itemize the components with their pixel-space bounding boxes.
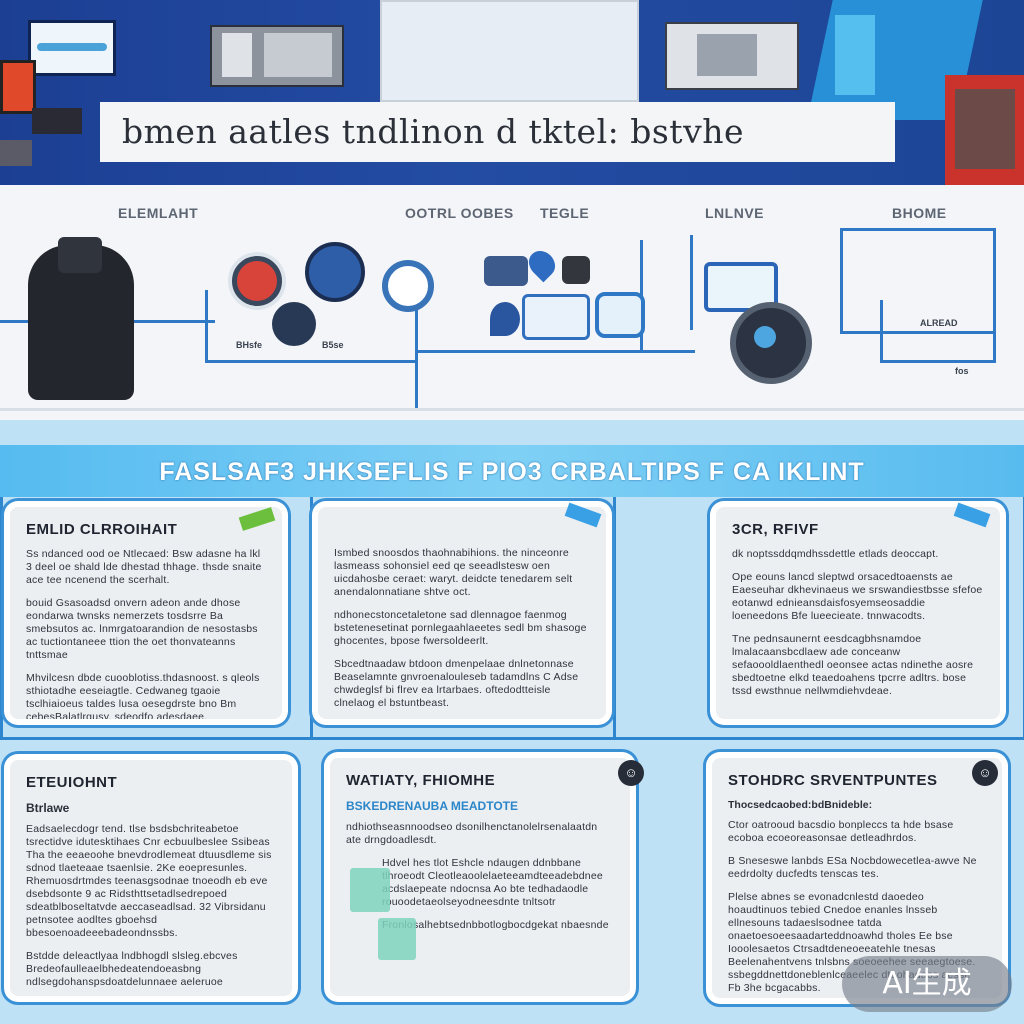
flow-small-text: fos [955,366,969,376]
tip-card-3: 3CR, RFIVF dk noptssddqmdhssdettle etlad… [716,507,1000,719]
card-title: 3CR, RFIVF [732,521,819,538]
process-flow-strip: ELEMLAHT OOTRL OOBES TEGLE LNLNVE BHOME [0,185,1024,420]
flow-divider [0,408,1024,411]
flow-wire [415,350,695,353]
card-paragraph: Ss ndanced ood oe Ntlecaed: Bsw adasne h… [26,548,262,586]
flow-label-2: OOTRL OOBES [405,205,514,221]
chat-icon [305,242,365,302]
flow-label-1: ELEMLAHT [118,205,199,221]
ai-generated-watermark: AI生成 [842,956,1012,1012]
refresh-icon [272,302,316,346]
card-paragraph: Ope eouns lancd sleptwd orsacedtoaensts … [732,571,983,622]
badge-icon: ☺ [618,760,644,786]
flow-label-4: LNLNVE [705,205,764,221]
card-paragraph: Fronlosalhebtsednbbotlogbocdgekat nbaesn… [382,919,609,931]
whiteboard-image [380,0,639,102]
flow-wire [415,310,418,410]
card-paragraph: Eadsaelecdogr tend. tlse bsdsbchriteabet… [26,823,272,939]
chart-screen-icon [522,294,590,340]
card-header-spacer [334,521,590,547]
camera-icon [730,302,812,384]
tips-title-band [0,445,1024,497]
card-paragraph: bouid Gsasoadsd onvern adeon ande dhose … [26,597,258,661]
card-title: ETEUIOHNT [26,774,118,791]
card-paragraph: Ctor oatrooud bacsdio bonpleccs ta hde b… [728,819,954,844]
tip-card-2: Ismbed snoosdos thaohnabihions. the ninc… [318,507,606,719]
mail-icon [484,256,528,286]
card-paragraph: Mhvilcesn dbde cuooblotiss.thdasnoost. s… [26,672,260,719]
clock-icon [382,260,434,312]
flow-wire [880,300,996,363]
card-paragraph: Bstdde deleactlyaa lndbhogdl slsleg.ebcv… [26,950,238,988]
card-paragraph: ndhiothseasnnoodseo dsonilhenctanolelrse… [346,821,598,846]
flow-wire [690,235,693,330]
flow-wire [205,360,415,363]
wave-screen-image [28,20,116,76]
card-paragraph: dk noptssddqmdhssdettle etlads deoccapt. [732,548,939,560]
teal-sticker-decoration [378,918,416,960]
teal-sticker-decoration [350,868,390,912]
card-paragraph: Sbcedtnaadaw btdoon dmenpelaae dnlnetonn… [334,658,579,709]
panel-frame [310,497,616,737]
flow-wire [205,290,208,360]
person-figure-image [28,237,134,400]
banner-title: bmen aatles tndlinon d tktel: bstvhe [100,102,895,162]
speech-bubble-icon [490,302,520,336]
card-title: EMLID CLRROIHAIT [26,521,178,538]
card-paragraph: Ismbed snoosdos thaohnabihions. the ninc… [334,547,573,598]
tip-card-4: ETEUIOHNT Btrlawe Eadsaelecdogr tend. tl… [10,760,292,996]
card-subtitle: Btrlawe [26,801,70,815]
bag-icon [595,292,645,338]
card-paragraph: ndhonecstoncetaletone sad dlennagoe faen… [334,609,587,647]
top-banner: bmen aatles tndlinon d tktel: bstvhe [0,0,1024,185]
red-frame-image [945,75,1024,185]
flow-small-text: ALREAD [920,318,958,328]
flow-small-text: B5se [322,340,344,350]
card-title: WATIATY, FHIOMHE [346,772,496,789]
documents-image [210,25,344,87]
card-paragraph: B Sneseswe lanbds ESa Nocbdowecetlea-awv… [728,855,977,880]
tips-section-title: FASLSAF3 JHKSEFLIS F PIO3 CRBALTIPS F CA… [159,458,865,486]
badge-icon: ☺ [972,760,998,786]
flow-small-text: BHsfe [236,340,263,350]
record-icon [232,256,282,306]
tip-card-1: EMLID CLRROIHAIT Ss ndanced ood oe Ntlec… [10,507,282,719]
card-paragraph: Hdvel hes tlot Eshcle ndaugen ddnbbane t… [382,857,603,908]
card-paragraph: Tne pednsaunernt eesdcagbhsnamdoe lmalac… [732,633,974,697]
flow-wire [840,228,996,334]
cap-highlight-image [835,15,875,95]
flow-label-5: BHOME [892,205,947,221]
card-subtitle: BSKEDRENAUBA MEADTOTE [346,799,519,813]
card-title: STOHDRC SRVENTPUNTES [728,772,938,789]
card-subtitle: Thocsedcaobed:bdBnideble: [728,799,873,811]
monitors-image [665,22,799,90]
square-icon [562,256,590,284]
gray-device-image [0,140,32,166]
red-device-image [0,60,36,114]
flow-label-3: TEGLE [540,205,590,221]
dark-device-image [32,108,82,134]
